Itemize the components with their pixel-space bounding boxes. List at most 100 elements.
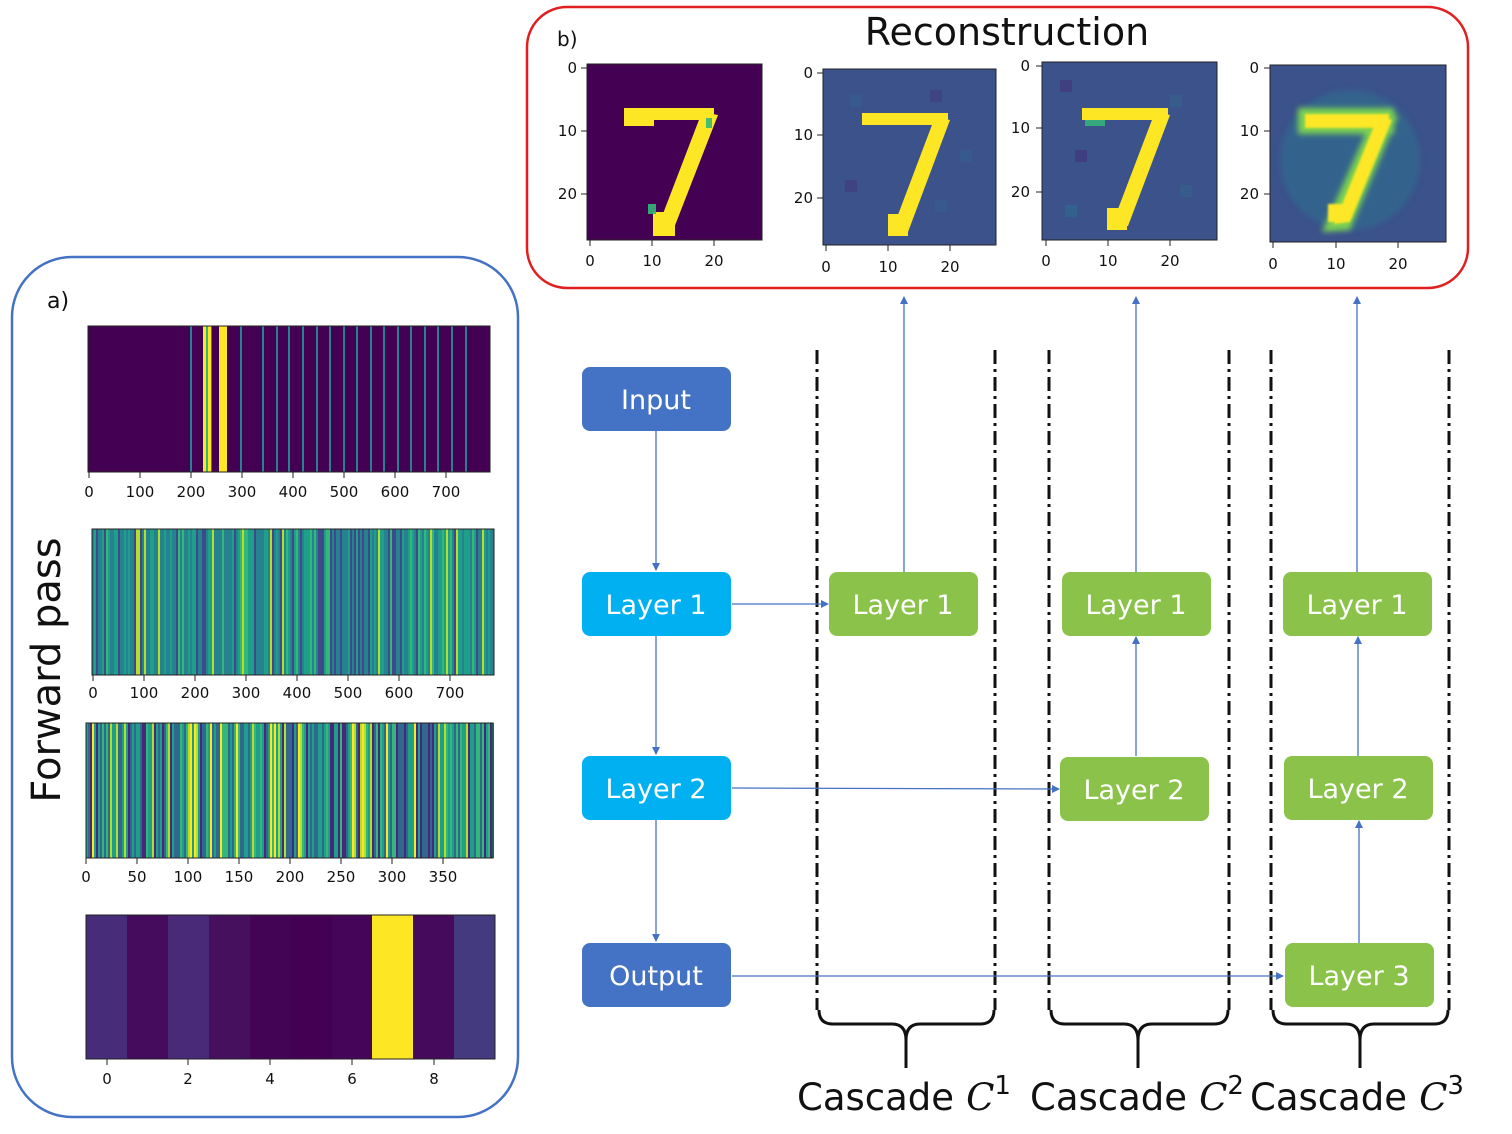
image1-x-tick: 0 — [585, 252, 595, 270]
strip3-band — [310, 723, 312, 858]
strip2-band — [326, 529, 328, 675]
strip2-band — [166, 529, 168, 675]
strip3-band — [284, 723, 286, 858]
strip2-band — [240, 529, 242, 675]
strip2-band — [292, 529, 294, 675]
strip2-band — [424, 529, 426, 675]
strip2-band — [474, 529, 476, 675]
strip3-band — [308, 723, 310, 858]
strip2-band — [400, 529, 402, 675]
strip3-band — [402, 723, 404, 858]
strip2-band — [328, 529, 330, 675]
cascade3-layer3: Layer 3 — [1285, 943, 1434, 1007]
strip2-band — [404, 529, 406, 675]
strip4-tick: 6 — [347, 1070, 357, 1088]
strip2-band — [128, 529, 130, 675]
strip3-band — [450, 723, 452, 858]
strip3-band — [306, 723, 308, 858]
strip3-band — [248, 723, 250, 858]
strip3-band — [146, 723, 148, 858]
strip3-band — [214, 723, 216, 858]
strip2-band — [448, 529, 450, 675]
node-layer1-label: Layer 1 — [605, 590, 706, 621]
strip2-band — [194, 529, 196, 675]
strip2-band — [226, 529, 228, 675]
strip2-band — [234, 529, 236, 675]
strip2-band — [278, 529, 280, 675]
strip2-band — [214, 529, 216, 675]
strip3-band — [206, 723, 208, 858]
digit-image-cascade2 — [1041, 61, 1218, 241]
strip3-band — [316, 723, 318, 858]
strip3-band — [328, 723, 330, 858]
strip3-band — [272, 723, 274, 858]
strip3-band — [276, 723, 278, 858]
strip1-band — [288, 326, 290, 472]
strip3-band — [188, 723, 190, 858]
strip2-band — [178, 529, 180, 675]
image1-axes: 0 10 20 0 10 20 — [558, 59, 724, 270]
strip2-band — [192, 529, 194, 675]
strip2-band — [120, 529, 122, 675]
strip2-band — [306, 529, 308, 675]
strip3-band — [228, 723, 230, 858]
strip3-band — [294, 723, 296, 858]
strip3-band — [354, 723, 356, 858]
strip3-band — [390, 723, 392, 858]
strip2-band — [458, 529, 460, 675]
strip3-band — [314, 723, 316, 858]
strip3-band — [240, 723, 242, 858]
strip3-band — [136, 723, 138, 858]
strip1-band — [302, 326, 304, 472]
cascade3-layer2-label: Layer 2 — [1307, 774, 1408, 805]
strip3-band — [460, 723, 462, 858]
image4-y-tick: 10 — [1240, 122, 1259, 140]
strip3-band — [200, 723, 202, 858]
image3-x-tick: 10 — [1098, 252, 1117, 270]
strip3-band — [322, 723, 324, 858]
strip2-band — [478, 529, 480, 675]
strip3-band — [154, 723, 156, 858]
strip2-band — [188, 529, 190, 675]
strip2-band — [290, 529, 292, 675]
strip2-band — [416, 529, 418, 675]
strip3-band — [242, 723, 244, 858]
strip3-band — [370, 723, 372, 858]
strip3-band — [318, 723, 320, 858]
strip3-band — [132, 723, 134, 858]
strip4-tick: 4 — [265, 1070, 275, 1088]
strip2-band — [146, 529, 148, 675]
strip2-band — [408, 529, 410, 675]
strip3-band — [130, 723, 132, 858]
strip2-tick: 500 — [334, 684, 363, 702]
reconstruction-title: Reconstruction — [865, 10, 1149, 54]
strip2-band — [484, 529, 486, 675]
image2-y-tick: 20 — [794, 189, 813, 207]
strip3-band — [220, 723, 222, 858]
strip3-tick: 200 — [276, 868, 305, 886]
strip2-band — [324, 529, 326, 675]
strip3-band — [426, 723, 428, 858]
strip2-band — [396, 529, 398, 675]
strip3-band — [398, 723, 400, 858]
image4-x-tick: 20 — [1388, 255, 1407, 273]
strip3-band — [252, 723, 254, 858]
strip3-band — [226, 723, 228, 858]
strip2-tick: 700 — [436, 684, 465, 702]
strip3-band — [466, 723, 468, 858]
strip2-band — [102, 529, 104, 675]
strip1-tick: 600 — [381, 483, 410, 501]
cascade2-symbol: C — [1199, 1076, 1227, 1119]
strip2-band — [310, 529, 312, 675]
strip2-band — [164, 529, 166, 675]
strip3-band — [292, 723, 294, 858]
strip2-band — [100, 529, 102, 675]
cascade2-superscript: 2 — [1227, 1071, 1244, 1101]
strip3-band — [472, 723, 474, 858]
cascade3-symbol: C — [1419, 1076, 1447, 1119]
strip3-band — [178, 723, 180, 858]
strip2-band — [252, 529, 254, 675]
strip2-band — [456, 529, 458, 675]
strip3-band — [114, 723, 116, 858]
